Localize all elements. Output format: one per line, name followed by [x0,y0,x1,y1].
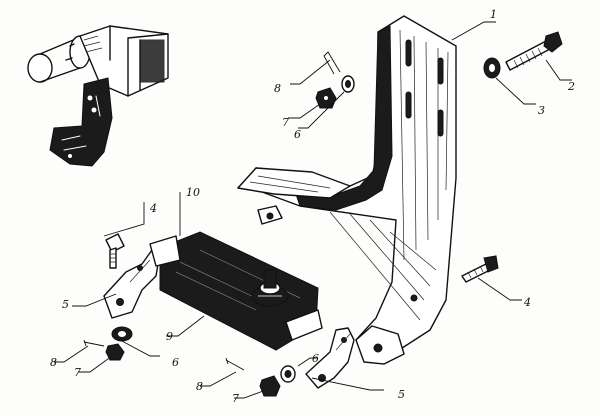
callout-6-left: 6 [172,356,179,369]
callout-4-left: 4 [149,202,157,215]
callout-8-right: 8 [196,380,203,393]
callout-9: 9 [166,330,173,343]
callout-labels: 1 2 3 4 4 5 5 6 6 6 7 7 7 8 8 8 9 10 [50,8,575,405]
hardware-set-right [225,357,296,397]
bolt-part-4-right [461,255,499,283]
hardware-set-left [83,326,133,361]
callout-5-right: 5 [398,388,405,401]
inset-assembled-view [27,25,169,167]
callout-4-right: 4 [523,296,531,309]
callout-7-left: 7 [74,366,81,379]
callout-10: 10 [186,186,200,199]
bolt-part-4-left [105,233,125,269]
callout-7-right: 7 [232,392,239,405]
callout-7-top: 7 [282,116,289,129]
actuator-body-part-9 [149,231,323,351]
bolt-part-2 [505,31,563,71]
callout-1: 1 [490,8,497,21]
callout-6-top: 6 [294,128,301,141]
washer-part-3 [483,57,501,79]
callout-8-top: 8 [274,82,281,95]
hardware-set-top [315,51,355,109]
leader-lines [54,21,572,399]
callout-6-right: 6 [312,352,319,365]
callout-3: 3 [538,104,545,117]
callout-2: 2 [567,80,575,93]
bracket-part-1 [237,15,457,365]
callout-5-left: 5 [62,298,69,311]
callout-8-left: 8 [50,356,57,369]
clamp-bracket-part-5-right [305,327,355,389]
